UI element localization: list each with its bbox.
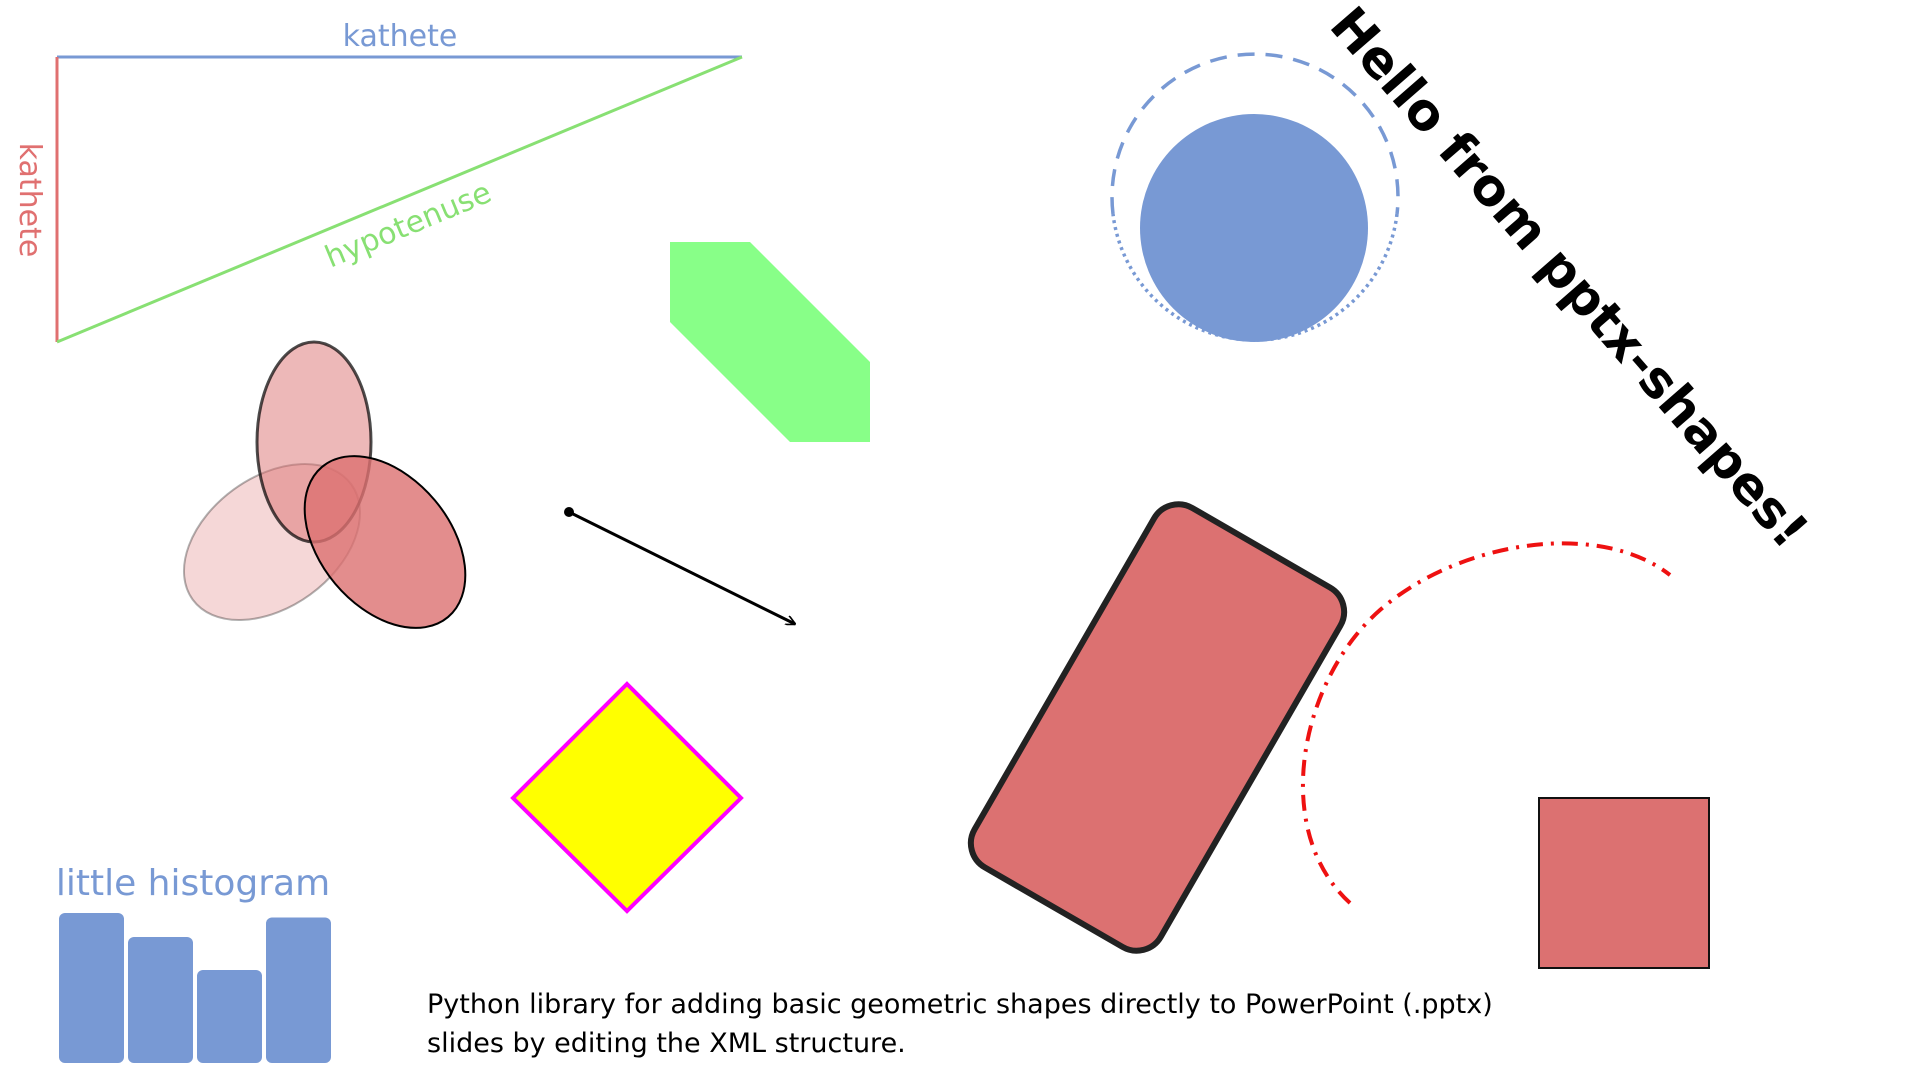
dashed-ring-arc — [1110, 52, 1400, 215]
ellipse-dark — [303, 455, 467, 629]
histogram-bar — [59, 913, 124, 1063]
red-dashdot-arc — [1300, 541, 1672, 905]
green-snipped-shape — [670, 242, 870, 442]
histogram-bar — [266, 917, 331, 1063]
rotated-rounded-rectangle — [967, 501, 1348, 954]
yellow-diamond — [510, 681, 744, 914]
blue-circle — [1140, 114, 1368, 342]
histogram-bars — [59, 913, 331, 1063]
red-square — [1538, 797, 1710, 969]
histogram-title: little histogram — [56, 863, 330, 904]
arrow-line — [568, 510, 795, 626]
hypotenuse-label: hypotenuse — [320, 175, 496, 275]
dotted-ring-arc — [1111, 213, 1399, 342]
histogram-bar — [197, 970, 262, 1063]
kathete-side-label: kathete — [12, 143, 47, 258]
headline-text: Hello from pptx-shapes! — [1318, 0, 1819, 560]
hypotenuse-line — [56, 55, 743, 344]
histogram-bar — [128, 937, 193, 1063]
kathete-top-label: kathete — [343, 19, 458, 54]
description-line-1: Python library for adding basic geometri… — [427, 989, 1493, 1020]
description-line-2: slides by editing the XML structure. — [427, 1028, 906, 1059]
